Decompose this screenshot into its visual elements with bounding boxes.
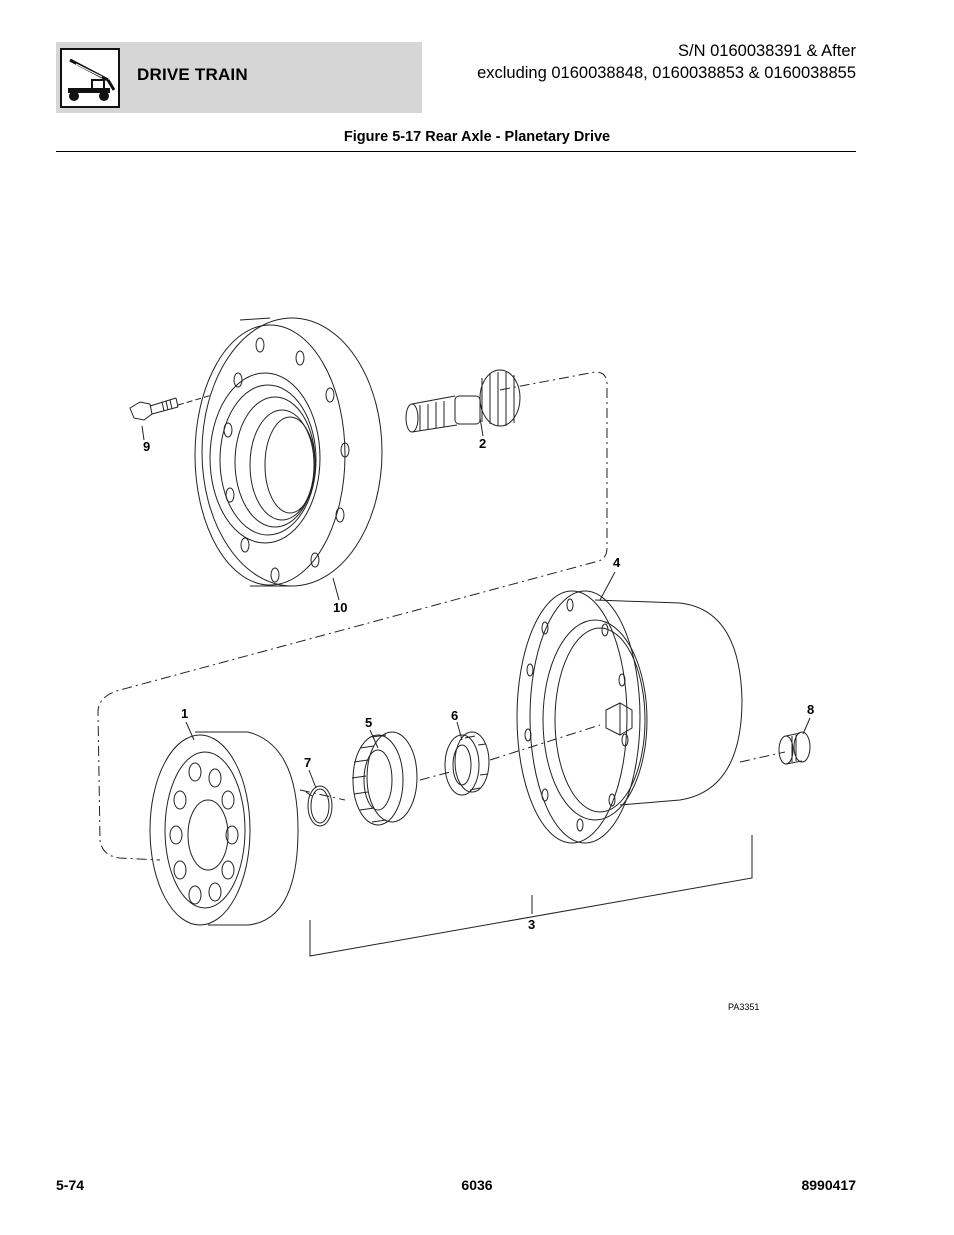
model-number: 6036 [461,1177,493,1193]
leader-lines [141,417,811,914]
header-rule [56,151,856,152]
part-4-hub [516,590,743,844]
page-number: 5-74 [56,1177,85,1193]
callout-1: 1 [181,706,189,721]
art-code: PA3351 [728,1002,760,1012]
callout-2: 2 [479,436,487,451]
part-6-bearing [444,731,490,796]
telehandler-machine-icon [60,48,120,108]
assembly-path-dashed [97,371,608,861]
part-7-snap-ring [305,785,333,827]
axis-line-dashed-5 [177,394,213,406]
part-10-spindle-flange [194,317,383,587]
serial-range-line1: S/N 0160038391 & After [678,42,856,60]
callout-10: 10 [333,600,348,615]
part-2-drive-shaft [405,369,521,433]
figure-title: Figure 5-17 Rear Axle - Planetary Drive [343,129,611,145]
axis-line-dashed-1 [299,789,346,801]
part-8-plug [778,731,811,765]
axis-line-dashed-3 [489,724,601,761]
serial-range-line2: excluding 0160038848, 0160038853 & 01600… [477,64,856,82]
callout-6: 6 [451,708,459,723]
axis-line-dashed-2 [419,771,451,781]
callout-4: 4 [613,555,621,570]
axis-line-dashed-4 [739,751,786,763]
manual-number: 8990417 [801,1177,856,1193]
callout-8: 8 [807,702,815,717]
part-5-gear [351,731,418,826]
part-9-bolt [129,397,179,421]
callout-7: 7 [304,755,312,770]
assembly-3-bracket [309,835,753,957]
callout-5: 5 [365,715,373,730]
part-1-planetary-carrier [149,731,299,926]
callout-3: 3 [528,917,536,932]
section-title: DRIVE TRAIN [137,65,248,84]
callout-9: 9 [143,439,151,454]
